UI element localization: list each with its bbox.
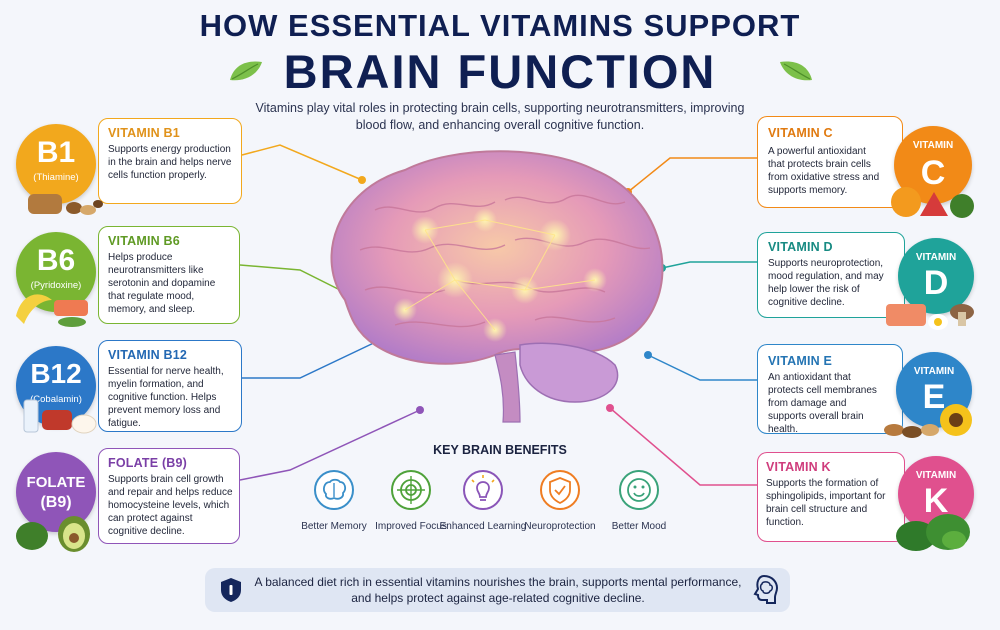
smiley-icon <box>619 470 659 510</box>
vitamin-card-title: VITAMIN D <box>768 240 833 254</box>
page-title-line2: BRAIN FUNCTION <box>283 45 717 98</box>
shield-icon <box>221 578 241 602</box>
shield-icon <box>540 470 580 510</box>
food-leafy-greens-icon <box>896 514 970 551</box>
vitamin-card-description: Supports neuroprotection, mood regulatio… <box>768 258 884 308</box>
vitamin-card-title: VITAMIN B12 <box>108 348 188 362</box>
food-bread-nuts-icon <box>28 194 103 215</box>
footer-banner: A balanced diet rich in essential vitami… <box>205 568 790 612</box>
vitamin-badge-folate: FOLATE (B9) <box>16 452 96 532</box>
target-icon <box>391 470 431 510</box>
vitamin-card-title: VITAMIN B6 <box>108 234 180 248</box>
vitamin-card-description: A powerful antioxidant that protects bra… <box>768 146 880 196</box>
key-benefits-title: KEY BRAIN BENEFITS <box>433 443 567 457</box>
vitamin-card-b12: VITAMIN B12 Essential for nerve health, … <box>98 340 242 432</box>
vitamin-badge-d: VITAMIN D <box>898 238 974 314</box>
lightbulb-icon <box>463 470 503 510</box>
vitamin-card-b1: VITAMIN B1 Supports energy production in… <box>98 118 242 204</box>
food-salmon-egg-mushroom-icon <box>886 304 974 330</box>
food-orange-strawberry-icon <box>891 187 974 218</box>
food-nuts-sunflower-icon <box>884 404 972 438</box>
vitamin-card-folate: FOLATE (B9) Supports brain cell growth a… <box>98 448 240 544</box>
vitamin-card-title: VITAMIN E <box>768 354 833 368</box>
page-subtitle: Vitamins play vital roles in protecting … <box>255 101 745 132</box>
benefit-label: Enhanced Learning <box>439 521 527 532</box>
vitamin-card-description: Supports energy production in the brain … <box>108 144 232 181</box>
leaf-icon-left <box>230 61 262 81</box>
vitamin-card-k: VITAMIN K Supports the formation of sphi… <box>757 452 905 542</box>
vitamin-card-e: VITAMIN E An antioxidant that protects c… <box>757 344 903 435</box>
head-brain-icon <box>753 574 779 604</box>
vitamin-card-title: FOLATE (B9) <box>108 456 188 470</box>
vitamin-card-c: VITAMIN C A powerful antioxidant that pr… <box>757 116 903 208</box>
benefit-label: Improved Focus <box>375 521 447 532</box>
vitamin-card-d: VITAMIN D Supports neuroprotection, mood… <box>757 232 905 318</box>
vitamin-badge-b1: B1 (Thiamine) <box>16 124 96 204</box>
vitamin-card-title: VITAMIN K <box>766 460 831 474</box>
brain-icon <box>314 470 354 510</box>
vitamin-card-description: Supports brain cell growth and repair an… <box>108 474 233 537</box>
brain-illustration <box>330 150 664 423</box>
vitamin-card-description: Helps produce neurotransmitters like ser… <box>108 252 216 315</box>
food-milk-meat-egg-icon <box>23 399 97 434</box>
vitamin-card-description: Supports the formation of sphingolipids,… <box>766 478 886 528</box>
benefit-label: Better Memory <box>301 521 367 532</box>
vitamin-card-description: An antioxidant that protects cell membra… <box>768 372 877 435</box>
leaf-icon-right <box>780 61 812 81</box>
vitamin-card-title: VITAMIN B1 <box>108 126 180 140</box>
vitamin-card-b6: VITAMIN B6 Helps produce neurotransmitte… <box>98 226 240 324</box>
benefit-label: Better Mood <box>611 521 667 532</box>
food-greens-avocado-icon <box>16 516 90 552</box>
vitamin-badge-b6: B6 (Pyridoxine) <box>16 232 96 312</box>
vitamin-card-description: Essential for nerve health, myelin forma… <box>108 366 224 429</box>
food-banana-fish-icon <box>16 294 88 327</box>
page-title-line1: HOW ESSENTIAL VITAMINS SUPPORT <box>199 8 801 43</box>
vitamin-card-title: VITAMIN C <box>768 126 833 140</box>
benefit-label: Neuroprotection <box>524 521 596 532</box>
footer-text: A balanced diet rich in essential vitami… <box>254 575 742 605</box>
